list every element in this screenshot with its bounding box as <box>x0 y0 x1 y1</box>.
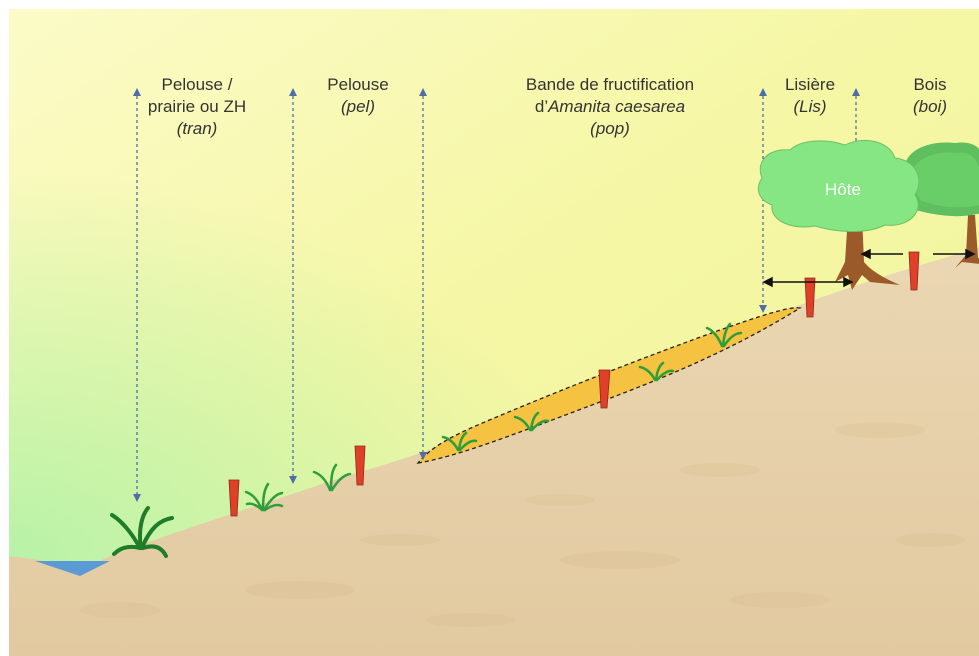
marker-lis <box>804 277 816 318</box>
water-pond <box>35 561 110 576</box>
grass-tuft-5 <box>638 361 675 382</box>
grass-tuft-6 <box>705 322 743 348</box>
zone-pel-line1: Pelouse <box>327 75 389 94</box>
ground-texture <box>80 422 965 627</box>
zone-lis-line1: Lisière <box>784 75 836 94</box>
grass-tuft-2 <box>312 463 352 492</box>
ground <box>9 248 979 656</box>
zone-label-boi: Bois (boi) <box>895 74 965 118</box>
zone-label-lis: Lisière (Lis) <box>770 74 850 118</box>
distance-arrows <box>762 248 976 288</box>
sampling-markers <box>228 251 920 517</box>
tree-host <box>757 139 920 290</box>
zone-label-pel: Pelouse (pel) <box>313 74 403 118</box>
zone-lis-code: (Lis) <box>793 97 827 116</box>
zone-tran-line2: prairie ou ZH <box>147 97 247 116</box>
zone-tran-code: (tran) <box>176 119 218 138</box>
zone-pop-line1: Bande de fructification <box>525 75 695 94</box>
zone-label-tran: Pelouse / prairie ou ZH (tran) <box>137 74 257 140</box>
marker-pop <box>598 369 611 409</box>
zone-pel-code: (pel) <box>340 97 375 116</box>
zone-boi-code: (boi) <box>912 97 947 116</box>
zone-pop-code: (pop) <box>590 119 630 138</box>
grass-tuft-1 <box>244 482 284 512</box>
zone-tran-line1: Pelouse / <box>161 75 233 94</box>
marker-boi <box>908 251 920 291</box>
grass-tuft-4 <box>513 411 550 432</box>
grass-tufts <box>110 322 743 558</box>
zone-label-pop: Bande de fructification d’Amanita caesar… <box>495 74 725 140</box>
plant-large <box>110 506 174 558</box>
zone-pop-line2-prefix: d’ <box>534 97 549 116</box>
grass-tuft-3 <box>441 431 478 452</box>
zone-pop-line2: d’Amanita caesarea <box>495 96 725 118</box>
zone-boi-line1: Bois <box>913 75 947 94</box>
host-tree-label: Hôte <box>825 180 861 199</box>
marker-tran <box>228 479 240 517</box>
species-name: Amanita caesarea <box>548 97 686 116</box>
marker-pel <box>354 445 366 486</box>
tree-right <box>899 142 979 268</box>
